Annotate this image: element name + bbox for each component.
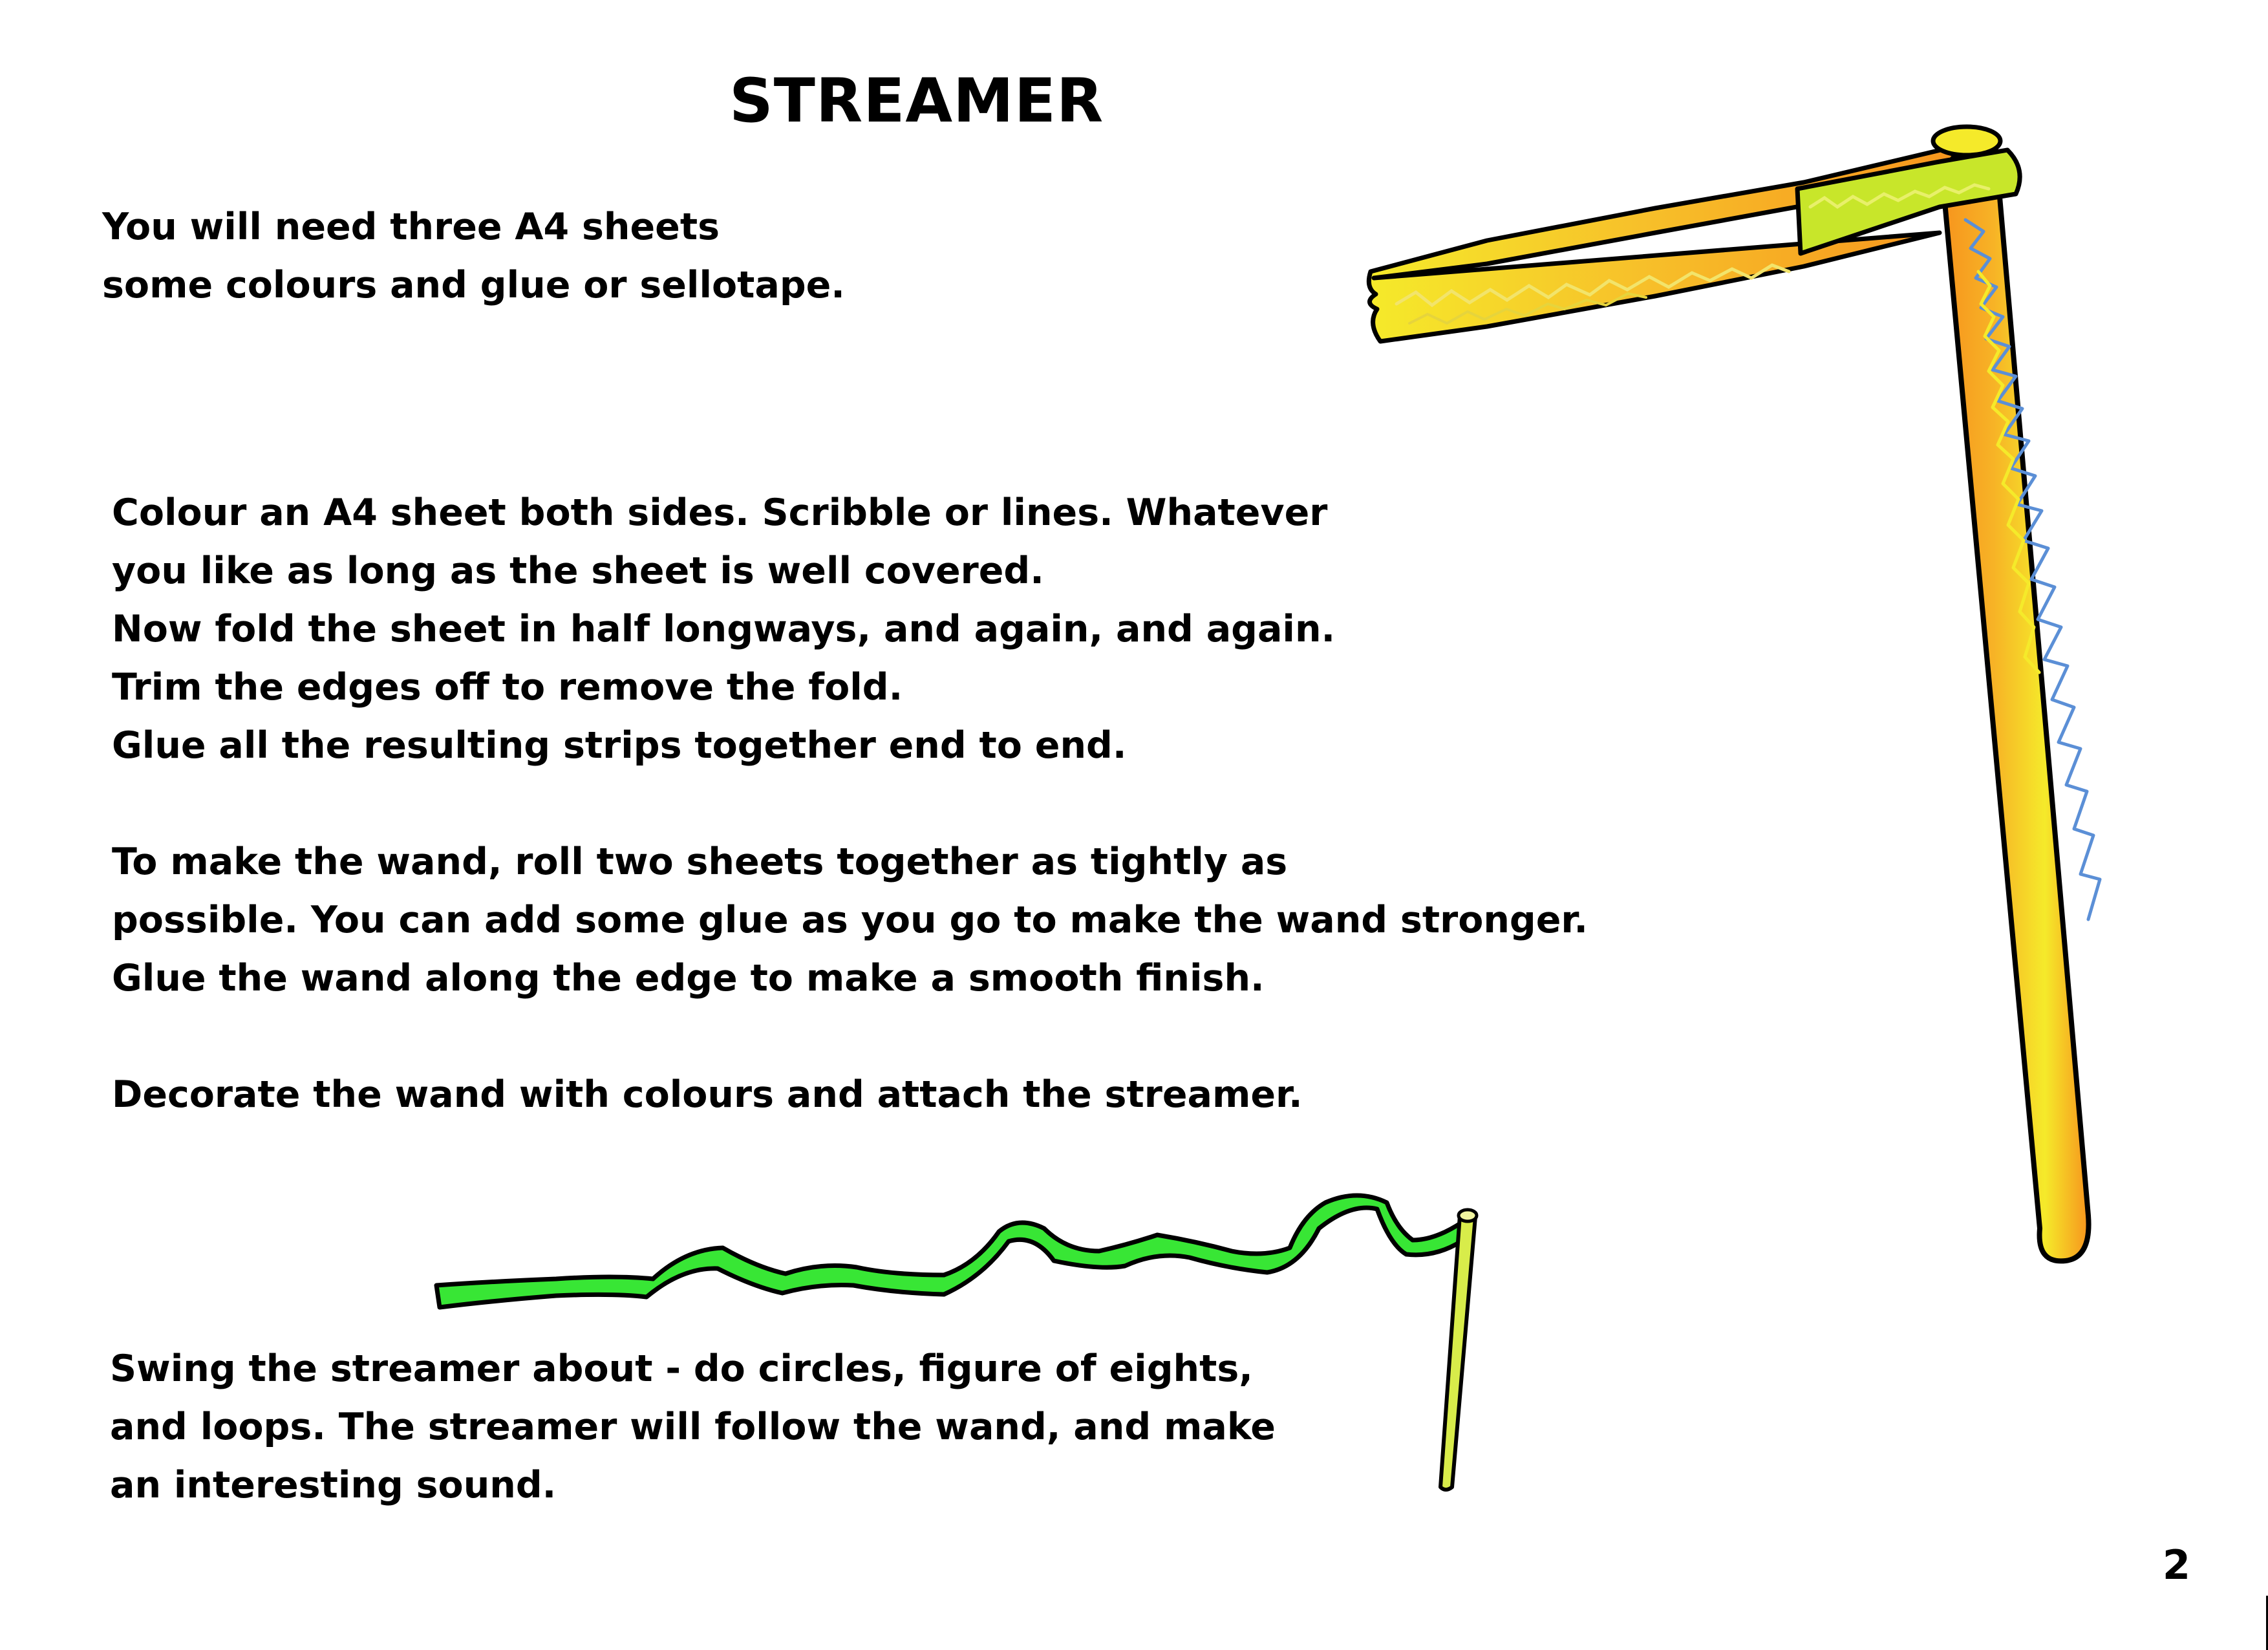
instruction-line: Decorate the wand with colours and attac… — [112, 1073, 1303, 1116]
instruction-line: Glue the wand along the edge to make a s… — [112, 957, 1265, 1000]
wavy-ribbon — [434, 1193, 1465, 1310]
swing-line: Swing the streamer about - do circles, f… — [110, 1347, 1253, 1390]
strip-scribble — [1408, 292, 1647, 325]
materials-line: some colours and glue or sellotape. — [102, 264, 845, 306]
instructions-paragraphs: Colour an A4 sheet both sides. Scribble … — [112, 484, 1588, 1124]
page-edge-mark — [2266, 1596, 2268, 1650]
swinging-streamer-icon — [434, 1193, 1479, 1492]
swing-line: an interesting sound. — [110, 1464, 557, 1506]
instruction-line: you like as long as the sheet is well co… — [112, 550, 1044, 592]
page-title: STREAMER — [729, 66, 1104, 136]
materials-line: You will need three A4 sheets — [102, 206, 720, 248]
stick-cap — [1457, 1208, 1479, 1223]
wand-scribble — [1976, 270, 2041, 674]
streamer-wand-closeup-icon — [1366, 124, 2102, 1264]
swing-line: and loops. The streamer will follow the … — [110, 1406, 1276, 1448]
swing-paragraph: Swing the streamer about - do circles, f… — [110, 1340, 1276, 1514]
wand-stick — [1940, 172, 2091, 1264]
instruction-line: Glue all the resulting strips together e… — [112, 724, 1127, 767]
instruction-line: To make the wand, roll two sheets togeth… — [112, 841, 1288, 883]
streamer-stick — [1439, 1214, 1477, 1492]
strip-scribble — [1395, 263, 1791, 308]
instruction-line: Colour an A4 sheet both sides. Scribble … — [112, 491, 1328, 534]
streamer-wrap — [1795, 147, 2022, 256]
instruction-line: Trim the edges off to remove the fold. — [112, 666, 903, 709]
page-number: 2 — [2162, 1541, 2190, 1589]
wrap-scribble — [1808, 183, 1991, 209]
instruction-line: possible. You can add some glue as you g… — [112, 899, 1589, 941]
instruction-line: Now fold the sheet in half longways, and… — [112, 608, 1336, 650]
materials-paragraph: You will need three A4 sheets some colou… — [102, 198, 845, 314]
